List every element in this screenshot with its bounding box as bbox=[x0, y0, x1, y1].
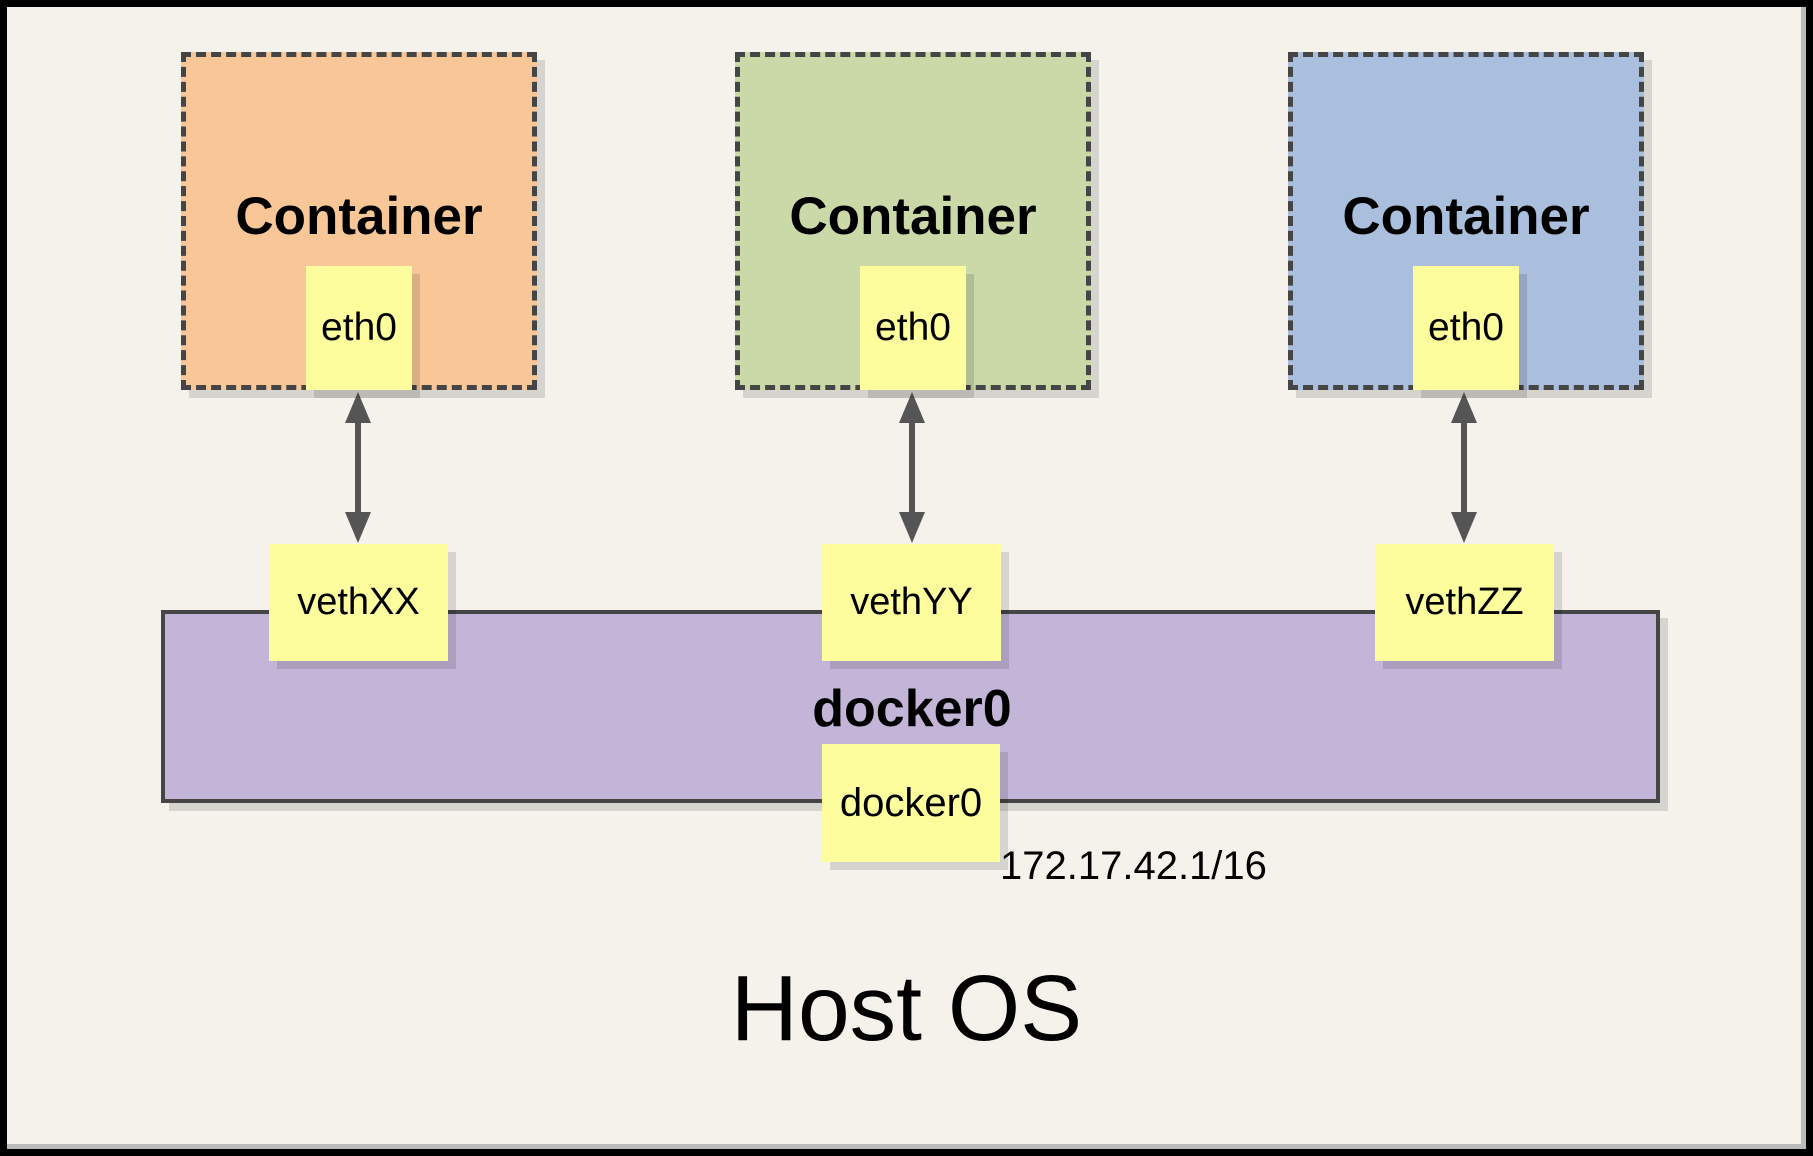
container-box-1: Container eth0 bbox=[181, 52, 537, 390]
vethZZ-label: vethZZ bbox=[1405, 581, 1524, 623]
container-label: Container bbox=[1342, 186, 1590, 246]
container-label: Container bbox=[235, 186, 483, 246]
container-box-3: Container eth0 bbox=[1288, 52, 1644, 390]
bridge-ip-address: 172.17.42.1/16 bbox=[1000, 844, 1267, 888]
eth0-interface-box: eth0 bbox=[306, 266, 412, 390]
vethXX-label: vethXX bbox=[297, 581, 420, 623]
double-arrow-icon bbox=[1451, 392, 1477, 543]
eth0-label: eth0 bbox=[321, 306, 397, 349]
docker0-interface-box: docker0 bbox=[822, 744, 1000, 862]
docker0-interface-label: docker0 bbox=[839, 780, 983, 825]
eth0-interface-box: eth0 bbox=[860, 266, 966, 390]
host-os-label: Host OS bbox=[730, 956, 1083, 1060]
double-arrow-icon bbox=[899, 392, 925, 543]
container-box-2: Container eth0 bbox=[735, 52, 1091, 390]
docker0-bridge-label: docker0 bbox=[812, 680, 1012, 738]
vethYY-label: vethYY bbox=[850, 581, 973, 623]
eth0-label: eth0 bbox=[1428, 306, 1504, 349]
double-arrow-icon bbox=[345, 392, 371, 543]
eth0-label: eth0 bbox=[875, 306, 951, 349]
eth0-interface-box: eth0 bbox=[1413, 266, 1519, 390]
vethZZ-box: vethZZ bbox=[1375, 544, 1554, 661]
vethYY-box: vethYY bbox=[822, 544, 1001, 661]
container-label: Container bbox=[789, 186, 1037, 246]
vethXX-box: vethXX bbox=[269, 544, 448, 661]
